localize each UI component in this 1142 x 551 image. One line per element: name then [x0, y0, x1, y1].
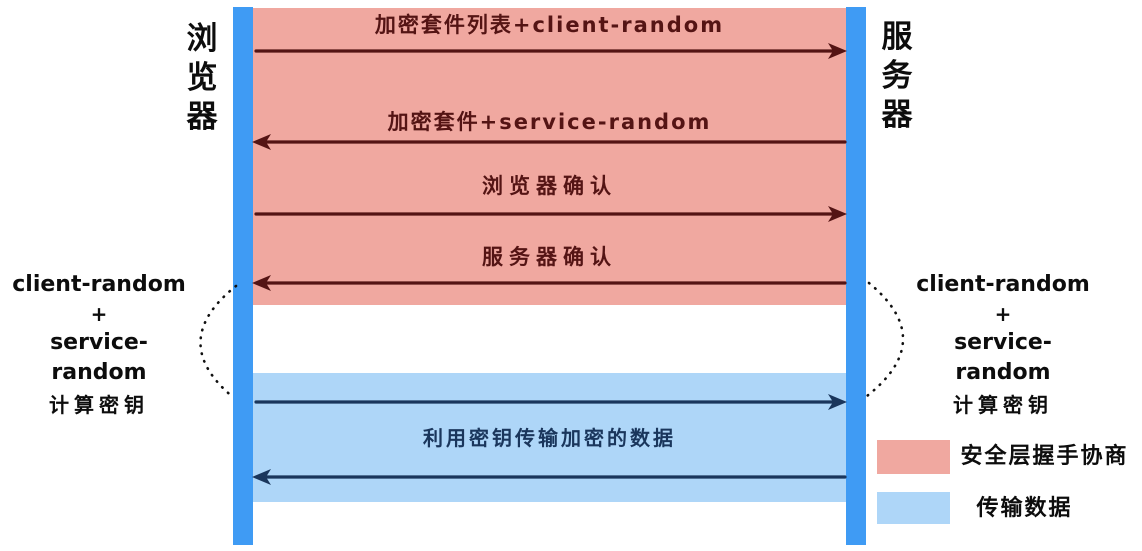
handshake-message-2-label: 加密套件+service-random	[387, 110, 712, 134]
browser-lifeline	[233, 7, 253, 545]
compute-key-text: 计算密钥	[953, 393, 1053, 417]
data-transfer-phase-region	[253, 373, 846, 502]
handshake-message-3-label: 浏览器确认	[482, 174, 617, 198]
key-computation-note-left: client-random + service-random 计算密钥	[8, 270, 190, 422]
service-random-text: service-random	[954, 330, 1052, 385]
handshake-message-4-label: 服务器确认	[482, 245, 617, 269]
actor-server-label: 服务器	[881, 19, 913, 133]
compute-key-text: 计算密钥	[49, 393, 149, 417]
handshake-message-1-label: 加密套件列表+client-random	[374, 13, 725, 37]
legend-transfer-swatch	[877, 492, 950, 524]
service-random-text: service-random	[50, 330, 148, 385]
server-lifeline	[846, 7, 866, 545]
key-computation-note-right: client-random + service-random 计算密钥	[912, 270, 1094, 422]
client-random-text: client-random	[12, 272, 186, 297]
key-computation-brace-right	[865, 281, 905, 398]
legend-handshake-label: 安全层握手协商	[960, 444, 1129, 469]
plus-sign: +	[90, 302, 108, 326]
key-computation-brace-left	[199, 284, 238, 400]
legend-handshake-swatch	[877, 440, 950, 474]
plus-sign: +	[994, 302, 1012, 326]
transfer-message-label: 利用密钥传输加密的数据	[423, 426, 676, 450]
handshake-phase-region	[253, 8, 846, 305]
actor-browser-label: 浏览器	[186, 21, 218, 135]
client-random-text: client-random	[916, 272, 1090, 297]
legend-transfer-label: 传输数据	[976, 496, 1073, 521]
